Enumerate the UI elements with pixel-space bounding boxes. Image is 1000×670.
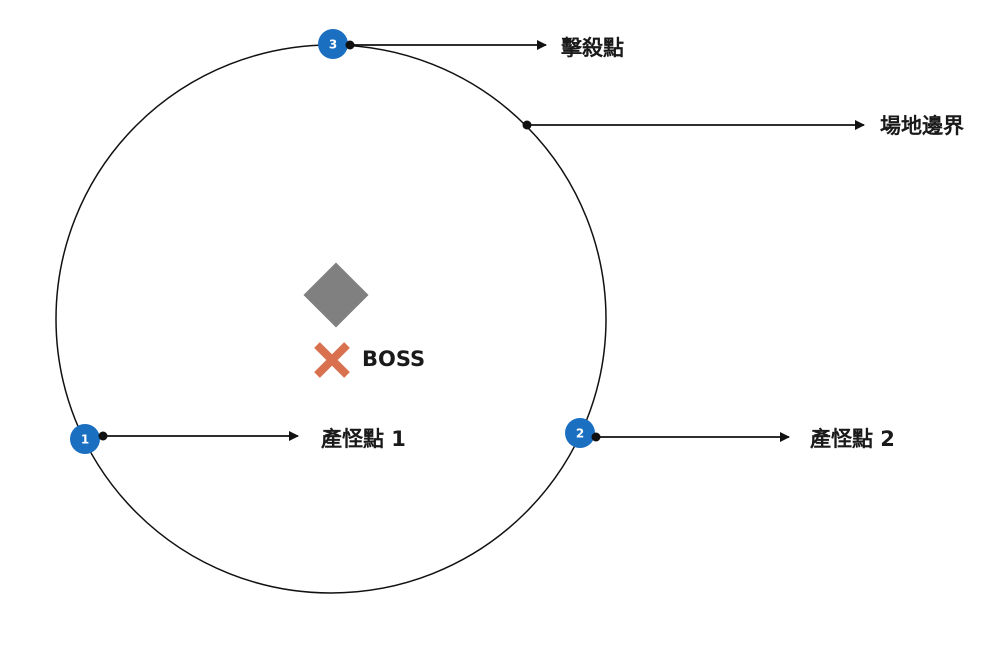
spawn-2-label: 產怪點 2 — [810, 427, 895, 451]
spawn-2-dot — [591, 432, 601, 442]
kill-point-number: 3 — [329, 38, 337, 52]
spawn-1-number: 1 — [81, 433, 89, 447]
spawn-2-marker: 2 — [565, 418, 595, 448]
arena-boundary-dot — [522, 120, 532, 130]
x-mark-icon — [314, 342, 350, 378]
spawn-1-label: 產怪點 1 — [321, 427, 406, 451]
diamond-icon — [303, 262, 369, 328]
spawn-1-marker: 1 — [70, 424, 100, 454]
kill-point-marker: 3 — [318, 29, 348, 59]
spawn-1-dot — [98, 431, 108, 441]
spawn-2-number: 2 — [576, 427, 584, 441]
kill-point-dot — [345, 40, 355, 50]
kill-point-label: 擊殺點 — [561, 36, 624, 60]
arena-boundary-label: 場地邊界 — [880, 114, 964, 138]
boss-label: BOSS — [362, 347, 425, 371]
